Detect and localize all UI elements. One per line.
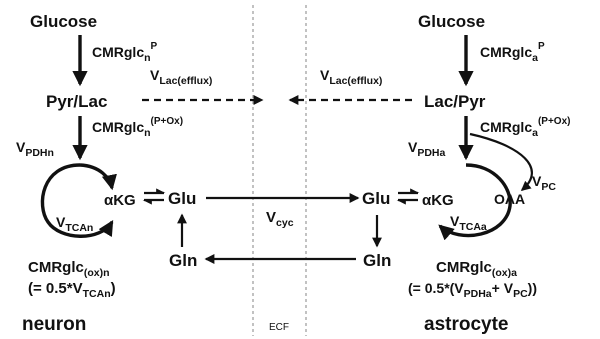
neuron-glucose-label: Glucose bbox=[30, 12, 97, 31]
ecf-v-lac-right-label: VLac(efflux) bbox=[320, 67, 382, 87]
astrocyte-v-tca-label: VTCAa bbox=[450, 213, 487, 233]
astrocyte-v-pdh-label: VPDHa bbox=[408, 139, 446, 159]
neuron-v-tca-label: VTCAn bbox=[56, 214, 93, 234]
ecf-v-lac-left-label: VLac(efflux) bbox=[150, 67, 212, 87]
astrocyte-akg-label: αKG bbox=[422, 192, 454, 209]
neuron-tca-cycle-arc bbox=[40, 163, 114, 238]
astrocyte-cmrglc-ox-label: CMRglc(ox)a bbox=[436, 259, 517, 279]
neuron-glu-label: Glu bbox=[168, 189, 196, 208]
astrocyte-gln-label: Gln bbox=[363, 251, 391, 270]
neuron-akg-label: αKG bbox=[104, 192, 136, 209]
neuron-cmrglc-pox-label: CMRglcn(P+Ox) bbox=[92, 116, 183, 139]
astrocyte-oaa-label: OAA bbox=[494, 191, 525, 207]
neuron-pyr-lac-label: Pyr/Lac bbox=[46, 92, 107, 111]
neuron-cmrglc-ox-label: CMRglc(ox)n bbox=[28, 259, 110, 279]
neuron-cmrglc-p-label: CMRglcnP bbox=[92, 41, 158, 64]
astrocyte-glu-label: Glu bbox=[362, 189, 390, 208]
neuron-title: neuron bbox=[22, 314, 86, 335]
astrocyte-lac-pyr-label: Lac/Pyr bbox=[424, 92, 486, 111]
neuron-cmrglc-ox-equation: (= 0.5*VTCAn) bbox=[28, 280, 116, 300]
astrocyte-glucose-label: Glucose bbox=[418, 12, 485, 31]
astrocyte-v-pc-label: VPC bbox=[532, 173, 556, 193]
astrocyte-cmrglc-p-label: CMRglcaP bbox=[480, 41, 545, 64]
astrocyte-cmrglc-pox-label: CMRglca(P+Ox) bbox=[480, 116, 570, 139]
ecf-v-cyc-label: Vcyc bbox=[266, 209, 294, 229]
astrocyte-title: astrocyte bbox=[424, 314, 509, 335]
neuron-gln-label: Gln bbox=[169, 251, 197, 270]
astrocyte-cmrglc-ox-equation: (= 0.5*(VPDHa+ VPC)) bbox=[408, 280, 537, 300]
neuron-tca-cycle-arc-top bbox=[79, 163, 117, 191]
astrocyte-tca-cycle-arc bbox=[438, 163, 512, 241]
neuron-v-pdh-label: VPDHn bbox=[16, 139, 54, 159]
astrocyte-pc-arrow bbox=[469, 132, 533, 191]
ecf-label: ECF bbox=[269, 322, 289, 333]
